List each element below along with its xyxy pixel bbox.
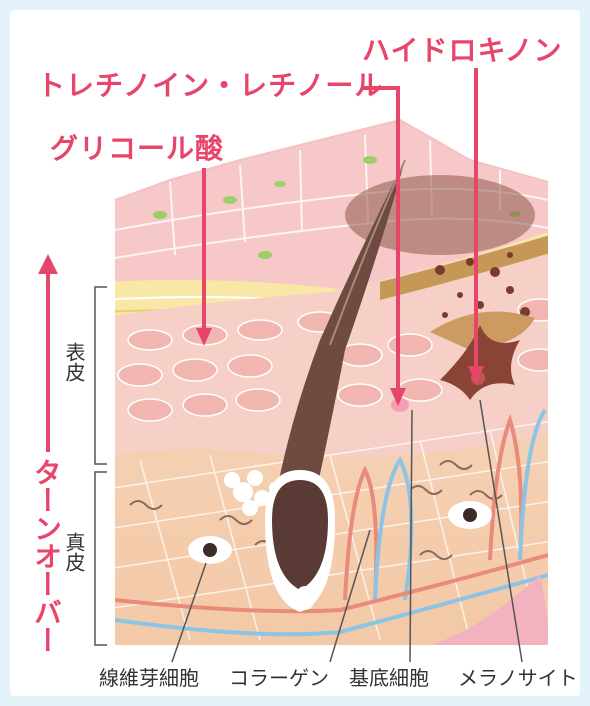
glycolic-arrowhead [196,328,212,346]
glycolic-arrow-line [202,168,206,328]
label-collagen: コラーゲン [229,666,329,690]
label-dermis: 真皮 [62,532,86,572]
hydroquinone-arrowhead [468,366,484,384]
turnover-arrow-line [46,272,50,452]
basal-cell-leader [409,409,413,663]
melanocyte-leader [479,399,523,663]
label-glycolic-acid: グリコール酸 [50,132,225,165]
epidermis-bracket [94,286,107,465]
tretinoin-arrow-line [396,86,400,388]
tretinoin-arrow-h [362,86,400,90]
arrows [38,68,484,452]
label-fibroblast: 線維芽細胞 [99,666,199,690]
label-turnover: ターンオーバー [30,458,63,654]
hair-shaft [275,160,405,520]
label-melanocyte: メラノサイト [458,666,578,690]
dermis-bracket [94,471,107,646]
label-epidermis: 表皮 [62,342,86,382]
label-basal-cell: 基底細胞 [349,666,429,690]
hydroquinone-arrow-line [474,68,478,368]
label-hydroquinone: ハイドロキノン [362,34,563,67]
label-tretinoin: トレチノイン・レチノール [37,69,384,102]
turnover-arrowhead [38,254,58,274]
tretinoin-arrowhead [390,388,406,406]
melanocyte-cell [440,325,520,400]
basal-cell-marker [391,398,409,412]
fibroblast-leader [171,562,207,663]
collagen-leader [329,529,371,663]
